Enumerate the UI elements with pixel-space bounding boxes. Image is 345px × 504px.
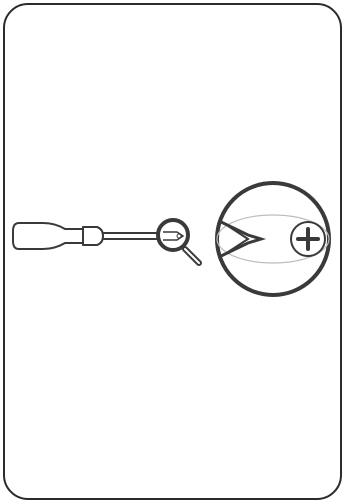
instruction-card — [3, 3, 342, 500]
phillips-cross-icon — [291, 222, 325, 256]
phillips-tip-icon — [217, 183, 329, 295]
instruction-illustration — [3, 3, 342, 500]
